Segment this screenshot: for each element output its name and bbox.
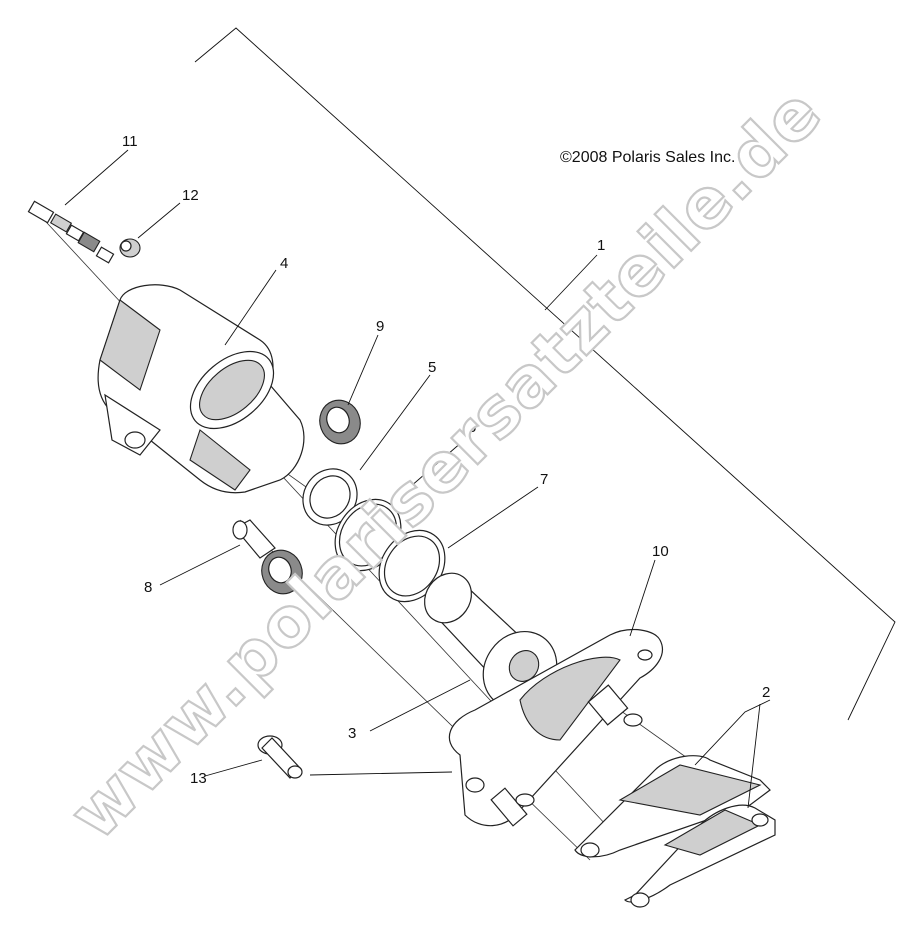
seal-ring-icon: [302, 468, 358, 526]
leader-8: [159, 544, 241, 586]
assembly-bracket-line: [194, 27, 896, 721]
brake-pad-icon: [574, 755, 776, 908]
bolt-icon: [257, 735, 303, 779]
callout-1: 1: [597, 237, 605, 254]
callout-4: 4: [280, 255, 288, 272]
guide-pin-icon: [232, 519, 303, 595]
callout-2: 2: [762, 684, 770, 701]
leader-13: [204, 759, 263, 777]
callout-5: 5: [428, 359, 436, 376]
leader-2b: [747, 703, 761, 809]
leader-2: [694, 699, 771, 766]
callout-11: 11: [122, 133, 138, 150]
leader-5: [359, 374, 431, 471]
leader-4: [224, 269, 277, 346]
leader-12: [137, 202, 181, 239]
callout-7: 7: [540, 471, 548, 488]
bleeder-cap-icon: [119, 238, 141, 258]
brake-caliper-body-icon: [97, 284, 305, 494]
leader-6: [394, 434, 471, 501]
leader-3: [369, 679, 471, 732]
callout-8: 8: [144, 579, 152, 596]
piston-seal-small-icon: [319, 399, 361, 445]
leader-7: [447, 486, 539, 549]
leader-13b: [309, 771, 453, 776]
mounting-bracket-icon: [448, 628, 663, 827]
callout-12: 12: [182, 187, 199, 204]
callout-10: 10: [652, 543, 669, 560]
copyright-text: ©2008 Polaris Sales Inc.: [560, 149, 735, 166]
leader-10: [629, 559, 656, 637]
leader-11: [64, 149, 129, 206]
callout-6: 6: [468, 419, 476, 436]
leader-1: [544, 254, 598, 311]
callout-3: 3: [348, 725, 356, 742]
leader-9: [347, 334, 379, 406]
bleeder-valve-icon: [27, 200, 115, 264]
callout-13: 13: [190, 770, 207, 787]
callout-9: 9: [376, 318, 384, 335]
